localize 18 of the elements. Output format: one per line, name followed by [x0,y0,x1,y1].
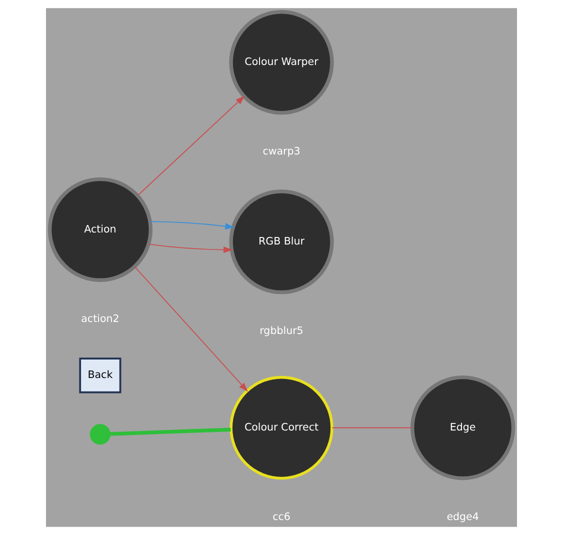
arrow [136,96,244,196]
node-label: cwarp3 [262,146,300,158]
node-box: Back [78,358,121,394]
arrow [149,221,234,230]
arrow [134,266,248,392]
node-circle [89,424,110,445]
node-label: action2 [80,312,119,325]
node-circle: RGB Blur [228,189,334,294]
node-label: edge4 [446,511,478,524]
node-circle: Colour Warper [228,10,334,115]
node-circle: Colour Correct [229,376,333,480]
node-label: cc6 [272,511,290,524]
connector [108,428,230,436]
connector [331,427,412,428]
node-circle: Edge [410,375,515,480]
node-label: rgbblur5 [259,325,303,338]
node-circle: Action [47,177,152,282]
arrow [148,244,232,254]
